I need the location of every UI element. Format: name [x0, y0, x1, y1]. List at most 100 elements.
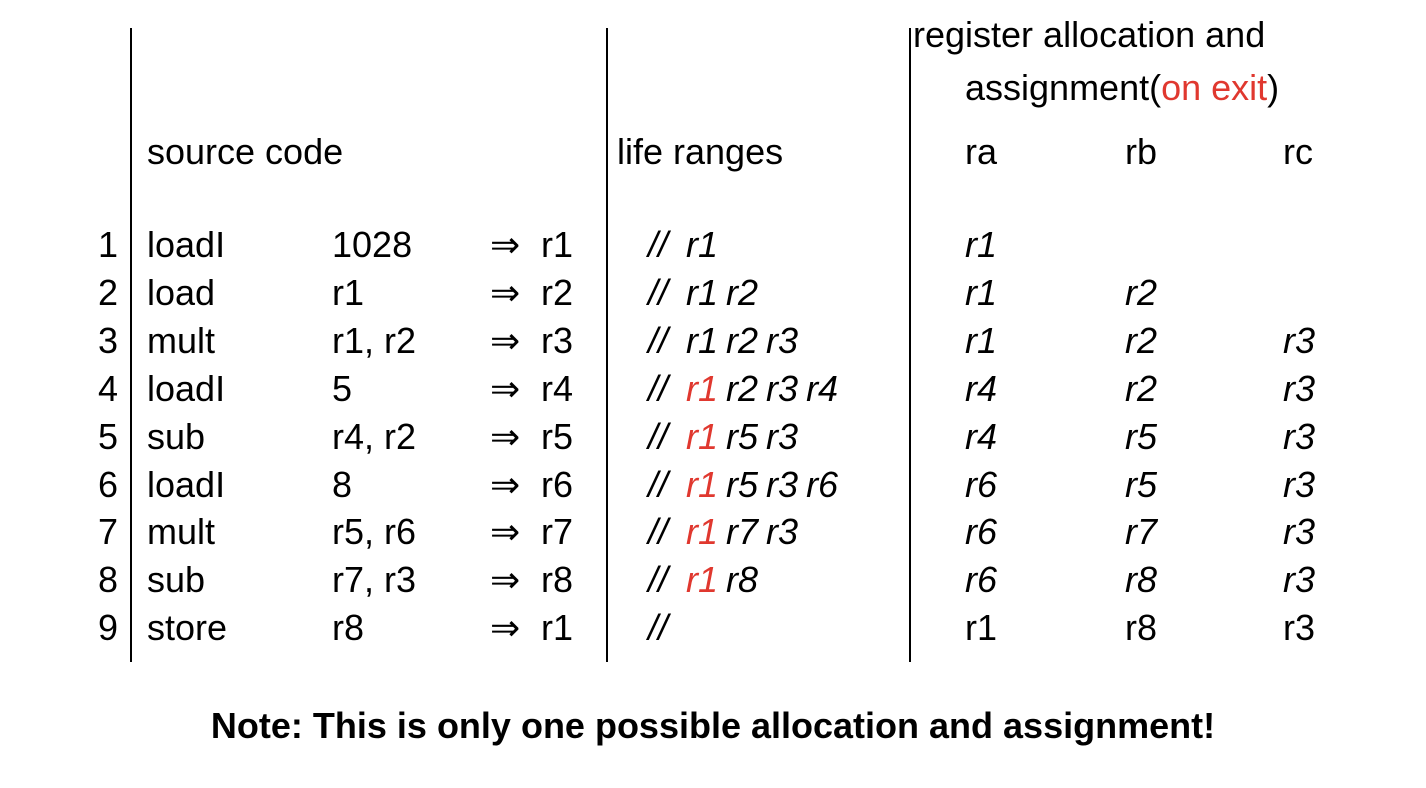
line-number: 9 [97, 607, 118, 649]
header-register-title-line1: register allocation and [913, 14, 1266, 55]
destination: r2 [541, 271, 574, 313]
comment-marker: // [648, 367, 669, 409]
opcode: loadI [147, 224, 226, 265]
register-rc: r3 [1283, 415, 1316, 457]
arrow-icon: ⇒ [490, 511, 521, 553]
comment-marker: // [648, 271, 669, 313]
header-register-title-line2: assignment(on exit) [965, 68, 1279, 108]
divider-line-numbers [130, 28, 132, 662]
divider-source-life [606, 28, 608, 662]
live-register: r2 [726, 271, 759, 313]
register-rb: r8 [1125, 559, 1158, 601]
opcode: store [147, 607, 228, 649]
live-register: r8 [726, 559, 759, 601]
opcode: load [147, 271, 216, 313]
arrow-icon: ⇒ [490, 559, 521, 601]
line-number: 4 [97, 367, 118, 409]
register-rb: r8 [1125, 607, 1158, 649]
register-rc: r3 [1283, 319, 1316, 361]
opcode: loadI [147, 463, 226, 505]
header-ra: ra [965, 131, 998, 172]
line-number: 7 [97, 511, 118, 553]
comment-marker: // [648, 607, 669, 649]
title-text-close: ) [1267, 67, 1280, 108]
register-rb: r5 [1125, 415, 1158, 457]
register-rb: r7 [1125, 511, 1158, 553]
live-register: r1 [686, 224, 719, 265]
line-number: 6 [97, 463, 118, 505]
register-ra: r4 [965, 415, 998, 457]
destination: r6 [541, 463, 574, 505]
comment-marker: // [648, 463, 669, 505]
divider-life-registers [909, 28, 911, 662]
operands: r1, r2 [332, 319, 417, 361]
live-register: r2 [726, 367, 759, 409]
destination: r1 [541, 607, 574, 649]
live-register-highlighted: r1 [686, 511, 719, 553]
live-register: r2 [726, 319, 759, 361]
operands: 8 [332, 463, 353, 505]
opcode: loadI [147, 367, 226, 409]
destination: r7 [541, 511, 574, 553]
comment-marker: // [648, 415, 669, 457]
operands: 1028 [332, 224, 413, 265]
register-rb: r5 [1125, 463, 1158, 505]
register-ra: r1 [965, 607, 998, 649]
register-rb: r2 [1125, 367, 1158, 409]
arrow-icon: ⇒ [490, 607, 521, 649]
operands: 5 [332, 367, 353, 409]
destination: r1 [541, 224, 574, 265]
register-ra: r6 [965, 559, 998, 601]
comment-marker: // [648, 319, 669, 361]
live-register: r3 [766, 463, 799, 505]
operands: r7, r3 [332, 559, 417, 601]
destination: r8 [541, 559, 574, 601]
arrow-icon: ⇒ [490, 367, 521, 409]
register-rc: r3 [1283, 511, 1316, 553]
comment-marker: // [648, 559, 669, 601]
note: Note: This is only one possible allocati… [210, 705, 1216, 746]
live-register: r1 [686, 271, 719, 313]
destination: r4 [541, 367, 574, 409]
register-rc: r3 [1283, 463, 1316, 505]
live-register: r3 [766, 367, 799, 409]
operands: r1 [332, 271, 365, 313]
line-number: 8 [97, 559, 118, 601]
line-number: 3 [97, 319, 118, 361]
register-ra: r6 [965, 463, 998, 505]
opcode: mult [147, 511, 216, 553]
line-number: 2 [97, 271, 118, 313]
header-life-ranges: life ranges [617, 131, 784, 172]
opcode: mult [147, 319, 216, 361]
header-source-code: source code [147, 131, 344, 172]
arrow-icon: ⇒ [490, 463, 521, 505]
header-rc: rc [1283, 131, 1313, 172]
register-rc: r3 [1283, 367, 1316, 409]
live-register-highlighted: r1 [686, 415, 719, 457]
register-ra: r6 [965, 511, 998, 553]
live-register: r3 [766, 415, 799, 457]
operands: r5, r6 [332, 511, 417, 553]
register-rb: r2 [1125, 319, 1158, 361]
arrow-icon: ⇒ [490, 271, 521, 313]
arrow-icon: ⇒ [490, 224, 521, 265]
register-ra: r1 [965, 271, 998, 313]
destination: r3 [541, 319, 574, 361]
live-register: r3 [766, 319, 799, 361]
operands: r8 [332, 607, 365, 649]
line-number: 1 [97, 224, 118, 265]
live-register: r7 [726, 511, 759, 553]
operands: r4, r2 [332, 415, 417, 457]
life-range: //r1 [648, 225, 726, 265]
live-register: r5 [726, 415, 759, 457]
live-register-highlighted: r1 [686, 559, 719, 601]
destination: r5 [541, 415, 574, 457]
arrow-icon: ⇒ [490, 319, 521, 361]
